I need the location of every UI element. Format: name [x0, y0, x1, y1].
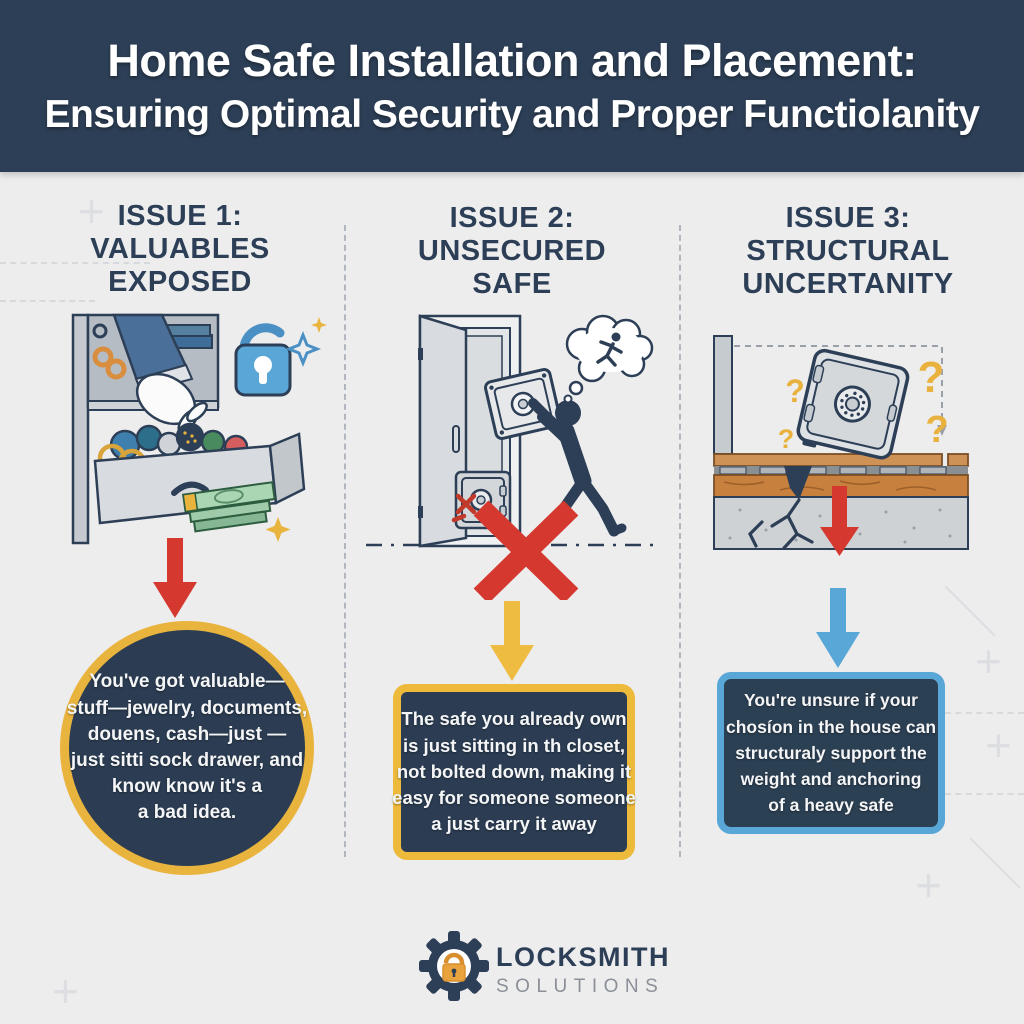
unsecured-safe-illustration	[366, 314, 654, 600]
callout-text-line: easy for someone someone	[392, 787, 636, 809]
issue-2-down-arrow-icon	[490, 601, 534, 681]
brand-name-primary: LOCKSMITH	[496, 942, 670, 972]
issue-heading-line: ISSUE 1:	[117, 200, 243, 232]
plus-mark-decoration: +	[915, 859, 942, 911]
callout-text-line: chosíon in the house can	[725, 716, 937, 737]
callout-text-line: You're unsure if your	[743, 690, 918, 711]
column-divider	[344, 225, 346, 857]
header-banner: Home Safe Installation and Placement: En…	[0, 0, 1024, 172]
callout-text-line: weight and anchoring	[740, 769, 922, 790]
issue-heading-line: SAFE	[472, 268, 552, 301]
issue-2-heading: ISSUE 2: UNSECURED SAFE	[362, 202, 662, 301]
callout-text-line: stuff—jewelry, documents,	[66, 697, 308, 719]
issue-heading-line: STRUCTURAL	[746, 235, 950, 268]
plus-mark-decoration: +	[985, 719, 1012, 771]
red-x-icon	[473, 500, 579, 600]
tilted-safe	[796, 348, 910, 460]
column-divider	[679, 225, 681, 857]
issue-heading-line: ISSUE 2:	[449, 202, 575, 234]
callout-text-line: You've got valuable—	[89, 671, 285, 693]
drawer-valuables-illustration	[71, 313, 327, 545]
dashed-line-decoration	[945, 793, 1024, 795]
red-down-arrow-icon	[820, 486, 859, 556]
issue-heading-line: UNSECURED	[417, 235, 607, 268]
diagonal-line-decoration	[969, 837, 1021, 889]
brand-name-secondary: SOLUTIONS	[496, 976, 665, 997]
gear-lock-logo-icon	[419, 931, 489, 1001]
callout-text-line: The safe you already own	[401, 708, 627, 730]
closet-door	[418, 314, 468, 548]
cash-icon	[182, 481, 276, 533]
page-title-line2: Ensuring Optimal Security and Proper Fun…	[44, 93, 980, 136]
question-mark-icon: ?	[785, 373, 805, 409]
issue-3-heading: ISSUE 3: STRUCTURAL UNCERTANITY	[698, 202, 998, 301]
structural-uncertainty-illustration: ? ? ? ?	[713, 335, 969, 556]
issue-2-callout: The safe you already own is just sitting…	[392, 684, 636, 860]
small-red-x-icon	[451, 493, 477, 523]
thought-bubble	[563, 314, 654, 404]
callout-text-line: douens, cash—just —	[87, 723, 287, 745]
open-padlock-icon	[234, 323, 292, 397]
callout-text-line: not bolted down, making it	[396, 760, 632, 782]
callout-text-line: is just sitting in th closet,	[402, 734, 626, 756]
sparkle-icon	[265, 517, 291, 542]
callout-text-line: just sitti sock drawer, and	[70, 750, 304, 771]
dashed-line-decoration	[945, 712, 1024, 714]
issue-1-heading: ISSUE 1: VALUABLES EXPOSED	[30, 200, 330, 299]
callout-text-line: know know it's a	[111, 776, 263, 798]
question-mark-icon: ?	[918, 353, 945, 402]
issue-heading-line: UNCERTANITY	[742, 268, 954, 301]
guide-arrowhead	[937, 425, 947, 436]
callout-text-line: a just carry it away	[431, 813, 597, 835]
issue-heading-line: ISSUE 3:	[785, 202, 911, 234]
issue-3-down-arrow-icon	[816, 588, 860, 668]
footer-brand: LOCKSMITH SOLUTIONS	[0, 925, 1024, 1015]
sparkle-icon	[284, 330, 322, 368]
floor-crack	[784, 466, 812, 500]
sparkle-icon	[311, 317, 327, 333]
issue-1-callout: You've got valuable— stuff—jewelry, docu…	[60, 621, 314, 875]
issue-heading-line: VALUABLES	[90, 233, 270, 266]
page-title-line1: Home Safe Installation and Placement:	[107, 35, 917, 86]
plus-mark-decoration: +	[975, 635, 1002, 687]
issue-1-down-arrow-icon	[153, 538, 197, 618]
issue-heading-line: EXPOSED	[108, 266, 252, 299]
question-mark-icon: ?	[925, 409, 948, 451]
callout-text-line: of a heavy safe	[768, 795, 894, 816]
callout-text-line: structuraly support the	[735, 742, 927, 763]
issue-3-callout: You're unsure if your chosíon in the hou…	[717, 672, 945, 834]
question-mark-icon: ?	[778, 424, 795, 454]
diagonal-line-decoration	[944, 585, 996, 637]
callout-text-line: a bad idea.	[137, 802, 237, 824]
running-figure-icon	[596, 332, 623, 367]
